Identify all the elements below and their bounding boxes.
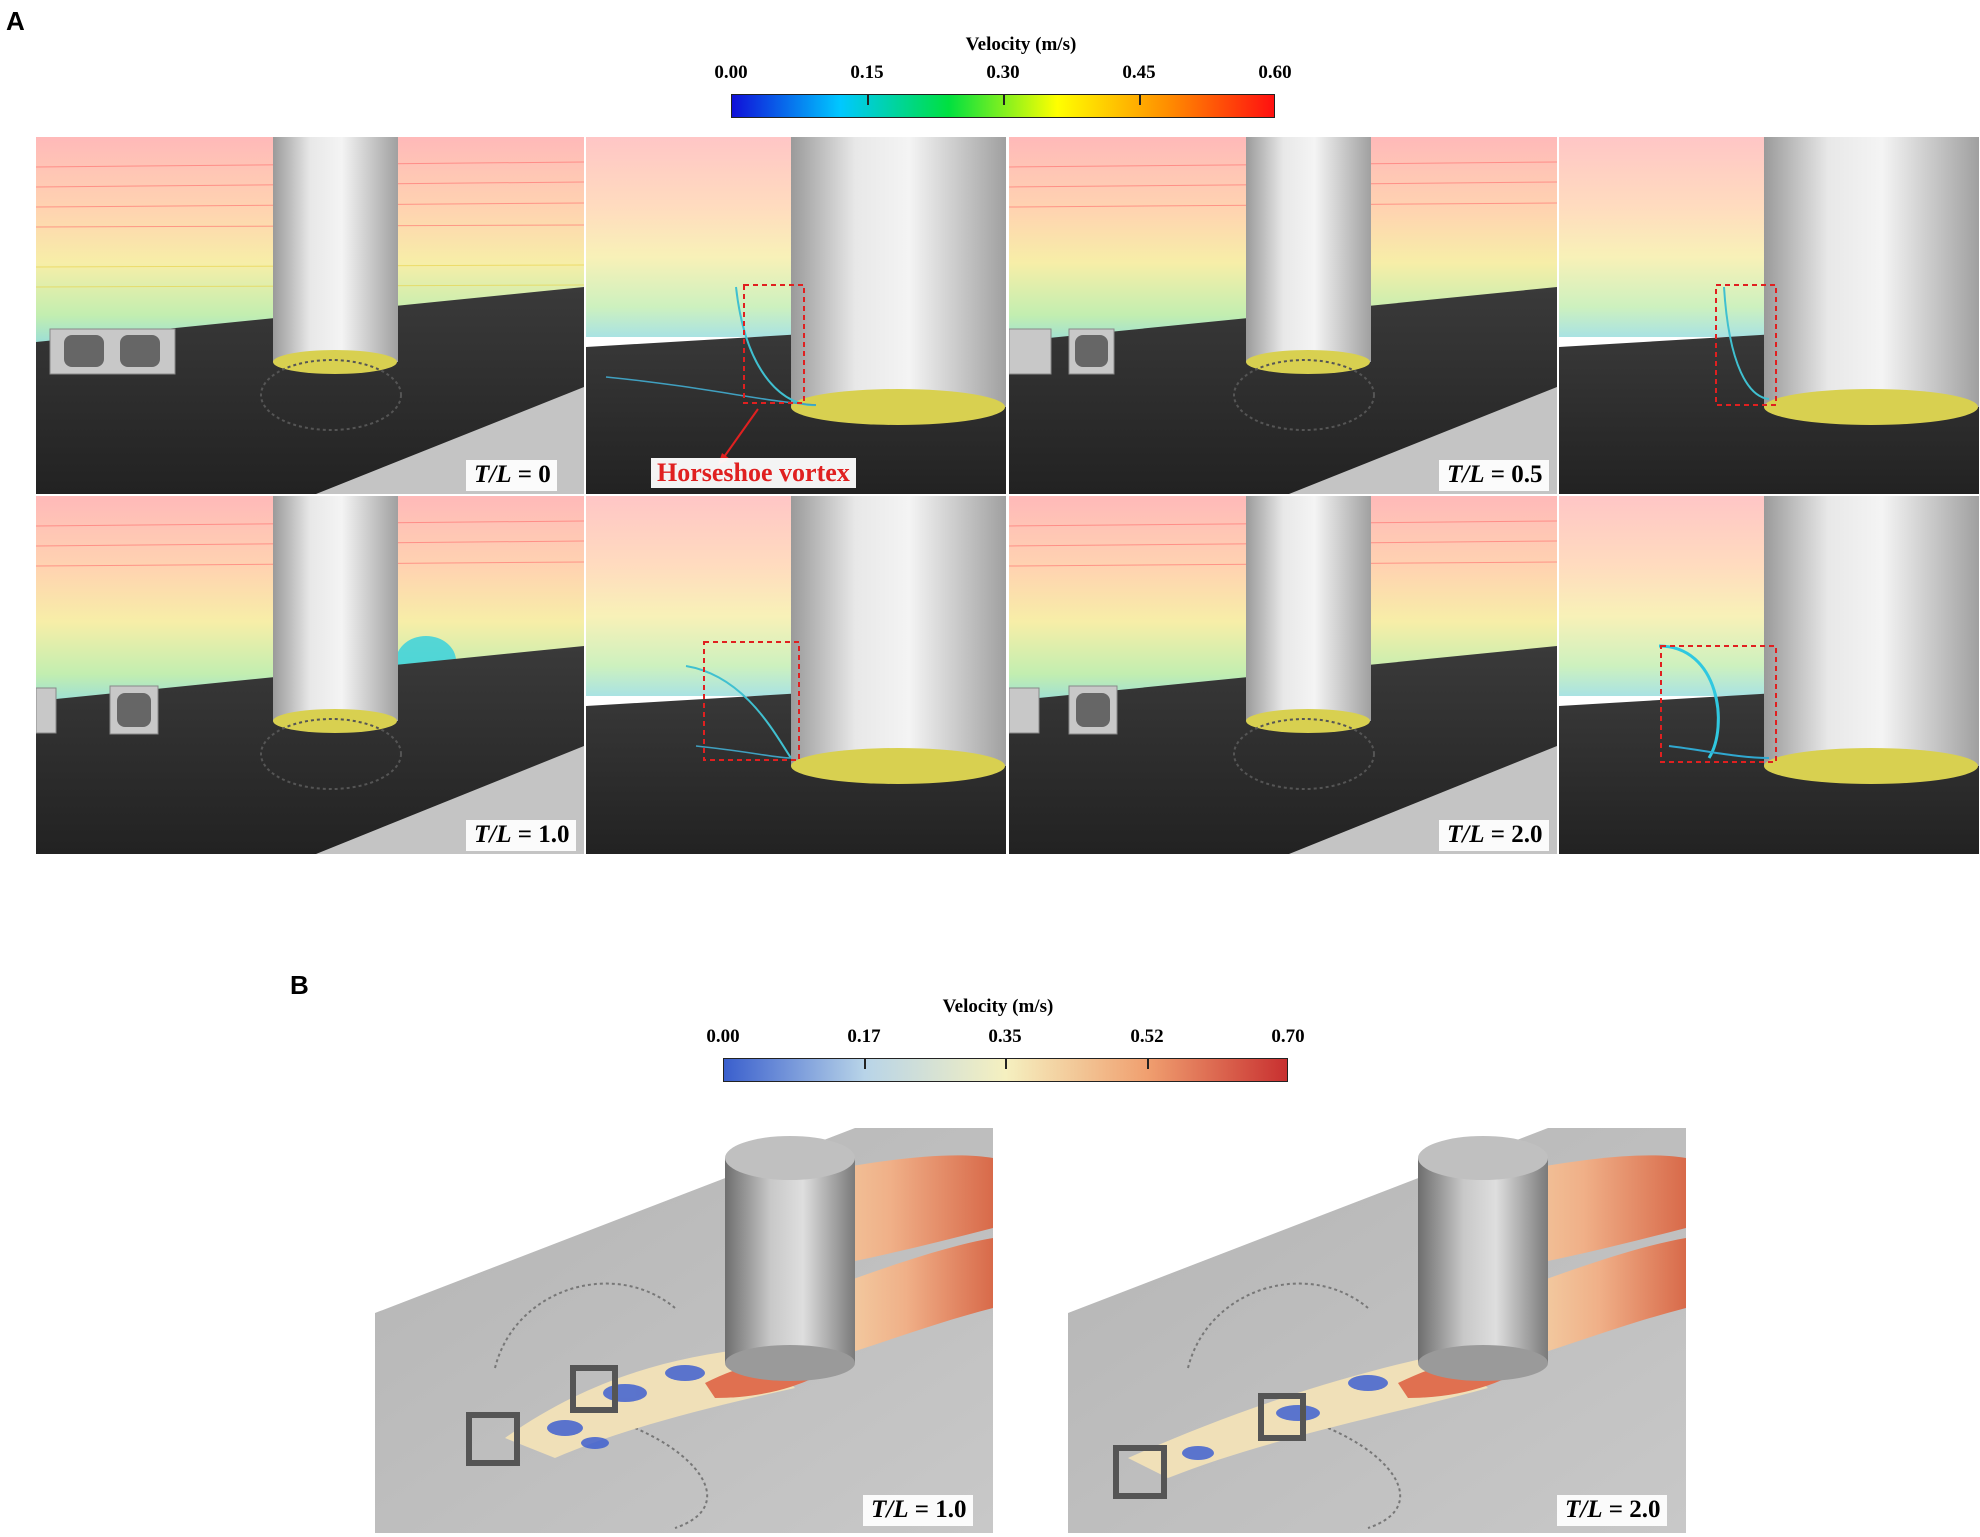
colorbar-b-ticks: 0.00 0.17 0.35 0.52 0.70 [706,1026,1304,1050]
colorbar-b-tick-1: 0.17 [847,1026,881,1047]
streamline-closeup-t20 [1559,496,1979,854]
colorbar-a-gradient [731,94,1275,118]
colorbar-a-tick-4: 0.60 [1258,62,1292,83]
colorbar-a-tick-2: 0.30 [986,62,1020,83]
streamline-closeup-t10 [586,496,1006,854]
colorbar-b-tick-3: 0.52 [1130,1026,1164,1047]
colorbar-b-tick-0: 0.00 [706,1026,740,1047]
colorbar-a-ticks: 0.00 0.15 0.30 0.45 0.60 [714,62,1291,86]
colorbar-b-tick-4: 0.70 [1271,1026,1305,1047]
colorbar-a-title: Velocity (m/s) [965,34,1077,55]
colorbar-b-title: Velocity (m/s) [942,996,1054,1017]
streamline-closeup-t0 [586,137,1006,494]
colorbar-b-tick-2: 0.35 [988,1026,1022,1047]
isosurface-view-t20 [1068,1128,1686,1533]
label-b-t10: T/L = 1.0 [863,1495,973,1526]
horseshoe-vortex-annotation: Horseshoe vortex [651,458,856,488]
label-t0: T/L = 0 [466,460,557,491]
streamline-closeup-t05 [1559,137,1979,494]
label-t05: T/L = 0.5 [1439,460,1549,491]
isosurface-view-t10 [375,1128,993,1533]
label-t10: T/L = 1.0 [466,820,576,851]
colorbar-b-gradient [723,1058,1288,1082]
colorbar-a-tick-1: 0.15 [850,62,884,83]
streamline-view-wide-t20 [1009,496,1557,854]
streamline-view-wide-t10 [36,496,584,854]
label-b-t20: T/L = 2.0 [1557,1495,1667,1526]
panel-a-letter: A [6,6,25,36]
colorbar-a-tick-3: 0.45 [1122,62,1156,83]
streamline-view-wide-t0 [36,137,584,494]
colorbar-a-tick-0: 0.00 [714,62,748,83]
label-t20: T/L = 2.0 [1439,820,1549,851]
streamline-view-wide-t05 [1009,137,1557,494]
panel-b-letter: B [290,970,309,1000]
